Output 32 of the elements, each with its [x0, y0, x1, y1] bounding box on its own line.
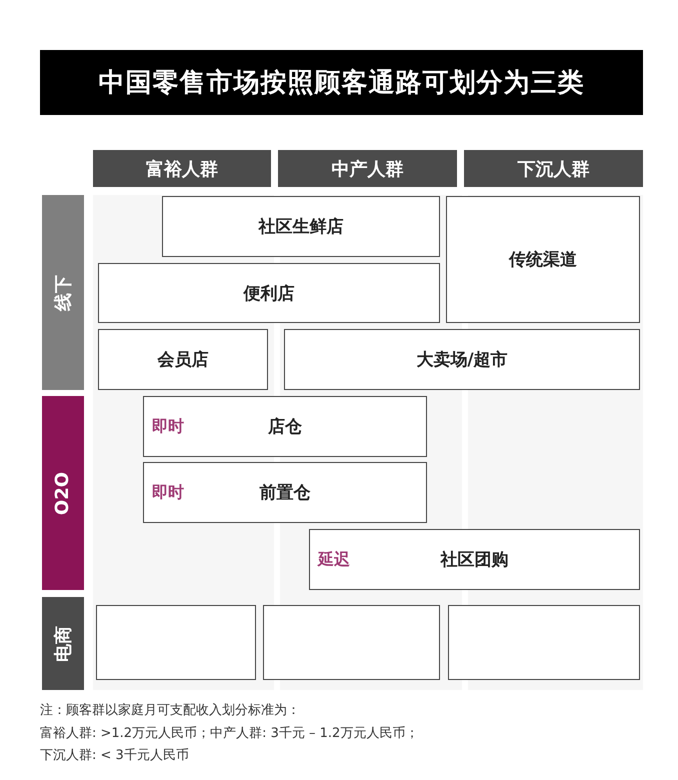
channel-label: 前置仓 — [260, 482, 310, 504]
channel-box — [309, 529, 640, 590]
channel-box — [143, 396, 427, 457]
column-header: 富裕人群 — [93, 150, 271, 187]
empty-box — [96, 605, 256, 680]
column-header: 中产人群 — [278, 150, 457, 187]
row-header: 线下 — [42, 195, 84, 390]
channel-box — [98, 263, 440, 323]
empty-box — [448, 605, 640, 680]
row-header: O2O — [42, 396, 84, 590]
speed-tag: 即时 — [152, 416, 184, 437]
channel-label: 大卖场/超市 — [416, 349, 508, 371]
column-header: 下沉人群 — [464, 150, 643, 187]
channel-label: 传统渠道 — [509, 249, 577, 271]
speed-tag: 即时 — [152, 482, 184, 503]
footnote: 注：顾客群以家庭月可支配收入划分标准为： — [40, 702, 300, 720]
channel-box — [446, 196, 640, 323]
speed-tag: 延迟 — [318, 549, 350, 570]
footnote: 富裕人群: >1.2万元人民币；中产人群: 3千元 – 1.2万元人民币； — [40, 724, 418, 742]
channel-label: 便利店 — [244, 282, 294, 304]
channel-box — [162, 196, 440, 257]
channel-box — [284, 329, 640, 390]
channel-box — [143, 462, 427, 523]
channel-label: 社区生鲜店 — [258, 216, 344, 238]
channel-label: 社区团购 — [440, 549, 508, 571]
title-banner: 中国零售市场按照顾客通路可划分为三类 — [40, 50, 643, 115]
row-header: 电商 — [42, 597, 84, 690]
footnote: 下沉人群: < 3千元人民币 — [40, 747, 189, 765]
channel-box — [98, 329, 268, 390]
channel-label: 店仓 — [268, 416, 302, 438]
empty-box — [263, 605, 440, 680]
channel-label: 会员店 — [158, 349, 208, 371]
